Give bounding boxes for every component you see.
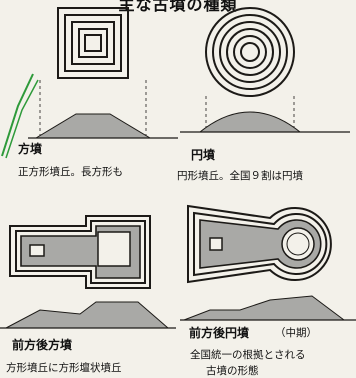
keyhole-tomb-description-line2: 古墳の形態 xyxy=(206,365,259,377)
keyhole-tomb-period: （中期） xyxy=(275,327,317,339)
square-rear-tomb-name: 前方後方墳 xyxy=(12,338,73,352)
keyhole-tomb-figure xyxy=(180,204,356,321)
round-tomb-name: 円墳 xyxy=(191,148,216,162)
round-tomb-figure xyxy=(180,7,350,133)
keyhole-tomb-name: 前方後円墳 xyxy=(189,326,250,340)
square-tomb-description: 正方形墳丘。長方形も xyxy=(18,166,123,178)
square-rear-tomb-description: 方形墳丘に方形壇状墳丘 xyxy=(6,362,122,374)
diagram-title: 主な古墳の種類 xyxy=(118,0,238,14)
square-tomb-name: 方墳 xyxy=(18,142,43,156)
round-tomb-description: 円形墳丘。全国９割は円墳 xyxy=(177,170,303,182)
keyhole-tomb-description: 全国統一の根拠とされる xyxy=(190,349,306,361)
square-tomb-figure xyxy=(28,7,178,139)
square-rear-tomb-figure xyxy=(0,215,176,329)
green-annotation-mark xyxy=(1,73,39,159)
